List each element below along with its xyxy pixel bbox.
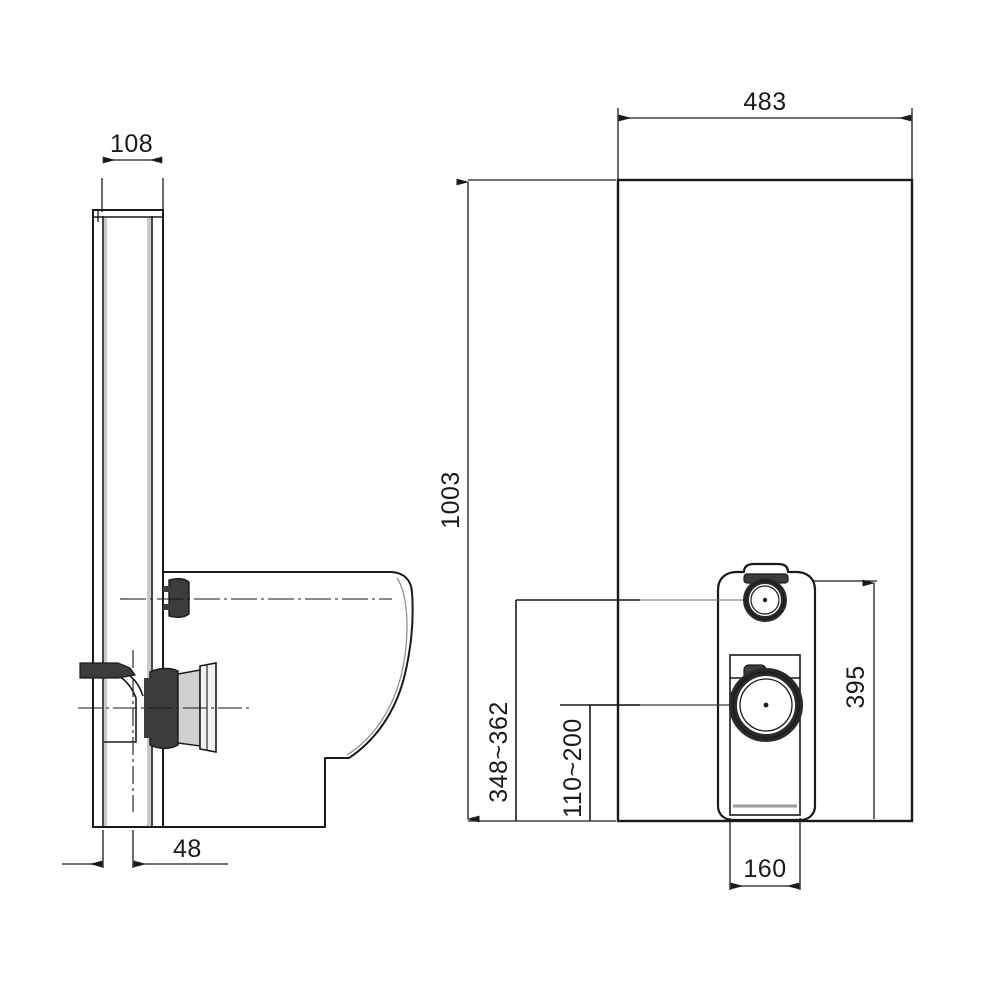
- dimension-395: [812, 579, 877, 819]
- dimension-label-348-362: 348~362: [485, 701, 513, 803]
- dimension-348-362: [515, 599, 640, 821]
- flush-connection-opening: [743, 573, 789, 622]
- waste-outlet-connector: [78, 650, 252, 812]
- waste-outlet-opening: [729, 654, 803, 816]
- dimension-108: [101, 156, 164, 212]
- toilet-bowl-profile: [162, 571, 414, 828]
- dimension-110-200: [560, 704, 640, 821]
- flush-pipe-connector: [120, 577, 392, 619]
- dimension-1003: [456, 178, 616, 823]
- toilet-front-outline: [716, 562, 817, 822]
- dimension-label-108: 108: [110, 130, 153, 158]
- dimension-label-1003: 1003: [437, 471, 465, 529]
- dimension-label-483: 483: [743, 88, 786, 116]
- dimension-label-160: 160: [743, 855, 786, 883]
- dimension-label-110-200: 110~200: [559, 718, 587, 818]
- dimension-label-48: 48: [173, 835, 202, 863]
- dimension-160: [729, 818, 801, 890]
- dimension-label-395: 395: [842, 665, 870, 708]
- dimension-48: [62, 830, 228, 868]
- dimension-483: [617, 108, 913, 185]
